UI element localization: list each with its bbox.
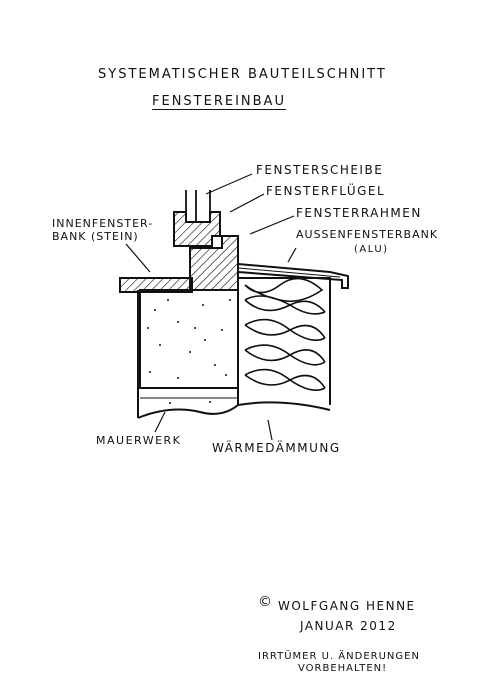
label-alu: (ALU) bbox=[354, 244, 389, 255]
drawing-subtitle: FENSTEREINBAU bbox=[152, 94, 286, 109]
window-frame bbox=[189, 235, 239, 291]
label-mauerwerk: MAUERWERK bbox=[96, 434, 182, 447]
leader-lines bbox=[125, 173, 297, 441]
label-innenfensterbank: INNENFENSTER- BANK (STEIN) bbox=[52, 217, 154, 243]
masonry-block bbox=[137, 289, 239, 419]
disclaimer-line-2: VORBEHALTEN! bbox=[298, 663, 388, 674]
label-fensterscheibe: FENSTERSCHEIBE bbox=[256, 163, 384, 177]
credit-author: WOLFGANG HENNE bbox=[278, 599, 416, 613]
label-aussenfensterbank: AUSSENFENSTERBANK bbox=[296, 228, 439, 241]
insulation-layer bbox=[237, 277, 331, 411]
outer-sill bbox=[237, 263, 349, 289]
credit-date: JANUAR 2012 bbox=[300, 619, 397, 633]
window-sash bbox=[173, 211, 221, 247]
label-waermedaemmung: WÄRMEDÄMMUNG bbox=[212, 441, 341, 455]
copyright-symbol: © bbox=[258, 594, 274, 610]
glass-pane bbox=[185, 190, 211, 222]
inner-sill bbox=[119, 277, 193, 293]
label-fensterfluegel: FENSTERFLÜGEL bbox=[266, 184, 386, 198]
label-fensterrahmen: FENSTERRAHMEN bbox=[296, 206, 422, 220]
drawing-title: SYSTEMATISCHER BAUTEILSCHNITT bbox=[98, 67, 387, 82]
disclaimer-line-1: IRRTÜMER U. ÄNDERUNGEN bbox=[258, 651, 420, 662]
